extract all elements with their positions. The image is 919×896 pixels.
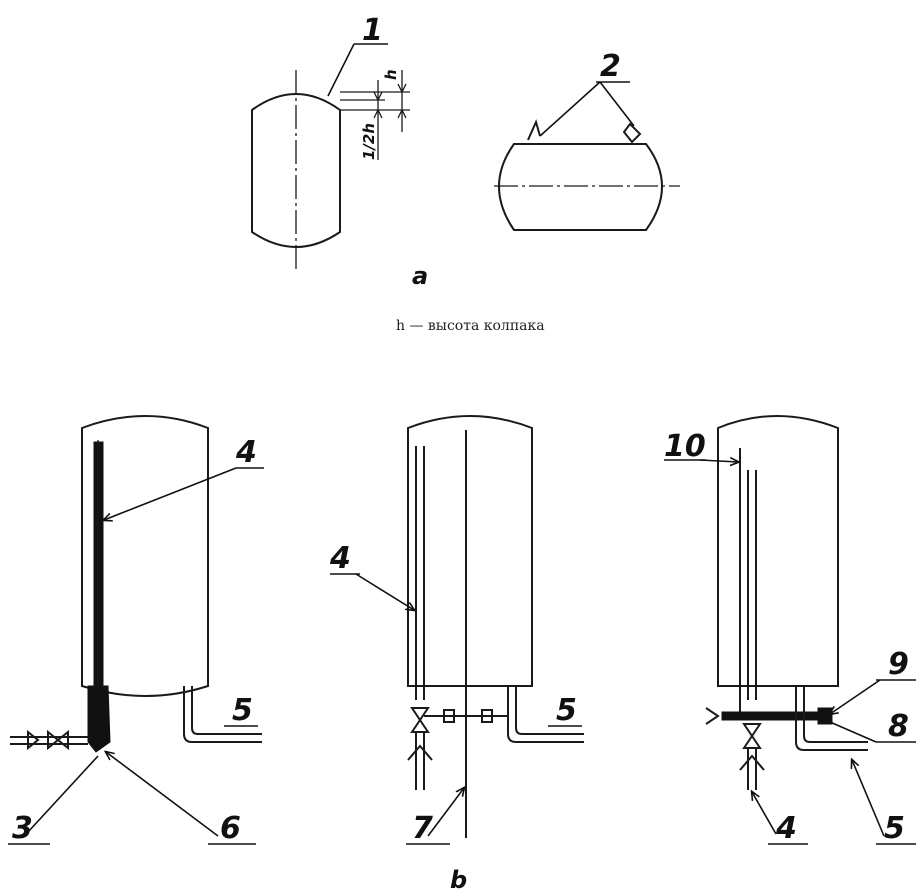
middle-callout-5: 5 — [556, 693, 577, 728]
dimension-h-label: h — [382, 69, 400, 80]
figure-a-label: a — [412, 262, 428, 290]
right-callout-10: 10 — [664, 429, 706, 464]
right-vessel: 10 9 8 4 5 — [664, 415, 916, 846]
right-callout-4: 4 — [775, 811, 797, 846]
right-callout-9: 9 — [888, 647, 909, 682]
middle-callout-4: 4 — [329, 541, 351, 576]
left-callout-3: 3 — [12, 811, 33, 846]
left-callout-6: 6 — [220, 811, 241, 846]
right-callout-5: 5 — [884, 811, 905, 846]
caption-h-definition: h — высота колпака — [396, 318, 545, 334]
callout-2-label: 2 — [600, 49, 621, 84]
vertical-cylinder — [251, 70, 341, 270]
callout-1-label: 1 — [362, 13, 383, 48]
left-callout-5: 5 — [232, 693, 253, 728]
left-callout-4: 4 — [235, 435, 257, 470]
horizontal-cylinder — [494, 119, 680, 231]
figure-b-label: b — [450, 866, 467, 894]
left-vessel: 4 5 3 6 — [8, 415, 264, 846]
right-callout-8: 8 — [888, 709, 909, 744]
figure-b: 4 5 3 6 — [8, 415, 916, 894]
figure-a: h 1/2h 1 2 a — [251, 13, 680, 290]
dimension-h: h 1/2h — [340, 69, 410, 160]
middle-callout-7: 7 — [412, 811, 433, 846]
dimension-half-h-label: 1/2h — [360, 123, 378, 160]
middle-vessel: 4 5 7 — [329, 415, 584, 846]
callout-1: 1 — [327, 13, 388, 97]
callout-2: 2 — [539, 49, 635, 137]
